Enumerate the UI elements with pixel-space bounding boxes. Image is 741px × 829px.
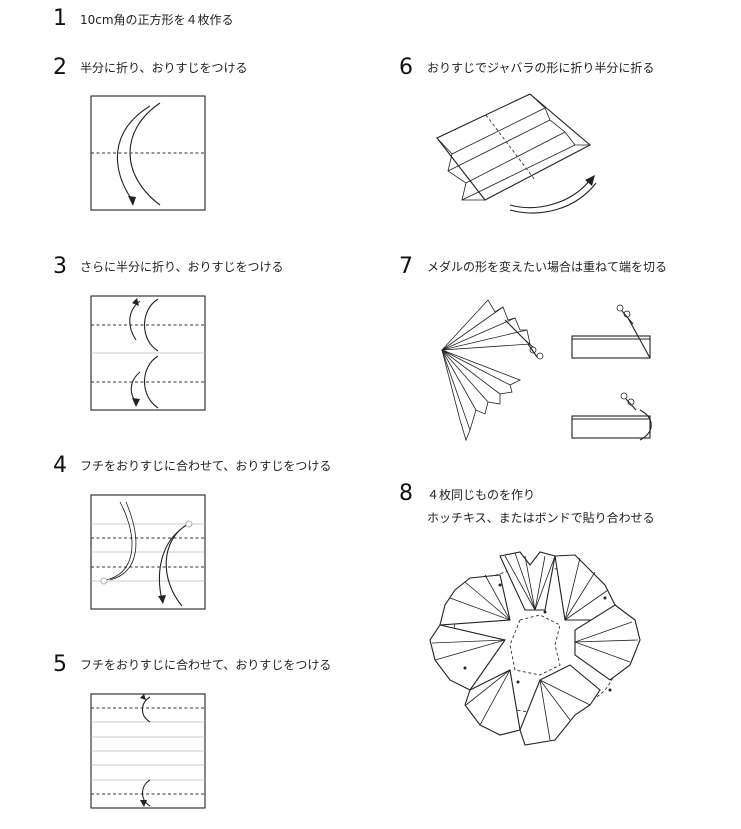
step-6-text: おりすじでジャバラの形に折り半分に折る xyxy=(427,61,655,75)
step-8-text: ４枚同じものを作り xyxy=(427,488,536,502)
step-5-text: フチをおりすじに合わせて、おりすじをつける xyxy=(80,658,332,672)
step-8-number: 8 xyxy=(399,481,413,506)
step-1-text: 10cm角の正方形を４枚作る xyxy=(80,13,234,27)
scissors-icon xyxy=(616,304,634,325)
step-2-number: 2 xyxy=(53,55,67,80)
scissors-icon xyxy=(620,392,637,411)
medal-assembly xyxy=(429,551,641,746)
step-2-text: 半分に折り、おりすじをつける xyxy=(80,61,248,75)
step-1-number: 1 xyxy=(53,6,67,31)
step-4-number: 4 xyxy=(53,453,67,478)
fan-shape xyxy=(441,299,531,442)
step-3-number: 3 xyxy=(53,254,67,279)
step-7-text: メダルの形を変えたい場合は重ねて端を切る xyxy=(427,260,668,274)
step-8-text-line2: ホッチキス、またはボンドで貼り合わせる xyxy=(427,511,655,525)
scissors-icon xyxy=(525,340,544,360)
step-3-text: さらに半分に折り、おりすじをつける xyxy=(80,260,284,274)
step-7-number: 7 xyxy=(399,254,413,279)
step-4-text: フチをおりすじに合わせて、おりすじをつける xyxy=(80,459,332,473)
step-6-number: 6 xyxy=(399,55,413,80)
step-5-number: 5 xyxy=(53,652,67,677)
